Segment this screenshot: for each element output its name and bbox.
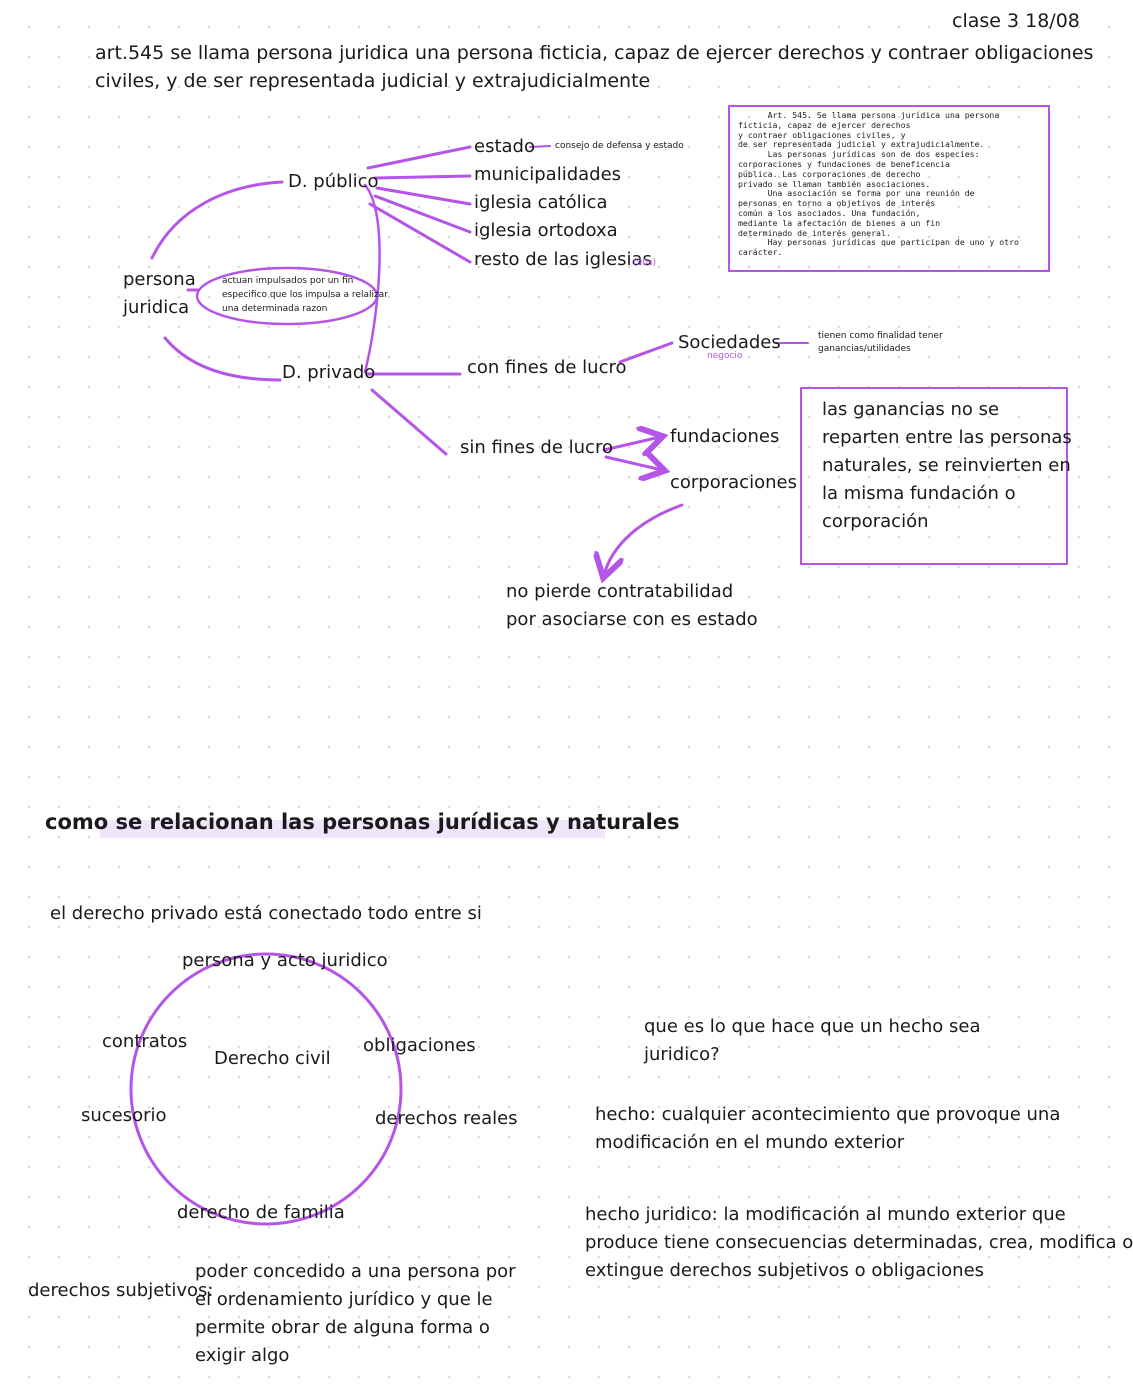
derechos-subjetivos-def: permite obrar de alguna forma o <box>195 1317 490 1338</box>
question-line-2: juridico? <box>644 1044 720 1065</box>
hecho-juridico-line-1: hecho juridico: la modificación al mundo… <box>585 1204 1066 1225</box>
ganancias-line: la misma fundación o <box>822 483 1016 504</box>
derechos-subjetivos-def: el ordenamiento jurídico y que le <box>195 1289 493 1310</box>
intro-line-2: civiles, y de ser representada judicial … <box>95 70 651 92</box>
ganancias-line: naturales, se reinvierten en <box>822 455 1071 476</box>
root-note-line-2: especifico que los impulsa a relalizar <box>222 290 388 300</box>
circle-center: Derecho civil <box>214 1048 331 1069</box>
node-publico: D. público <box>288 171 379 192</box>
item-resto-iglesias: resto de las iglesias <box>474 249 652 270</box>
hecho-line-1: hecho: cualquier acontecimiento que prov… <box>595 1104 1061 1125</box>
root-persona: persona <box>123 269 196 290</box>
hecho-juridico-line-3: extingue derechos subjetivos o obligacio… <box>585 1260 985 1281</box>
circle-label-familia: derecho de familia <box>177 1202 345 1223</box>
ganancias-line: las ganancias no se <box>822 399 1000 420</box>
node-sociedades: Sociedades <box>678 332 781 353</box>
article-quote-box: Art. 545. Se llama persona jurídica una … <box>728 105 1050 272</box>
circle-label-contratos: contratos <box>102 1031 188 1052</box>
section-subtitle: el derecho privado está conectado todo e… <box>50 903 482 924</box>
item-estado: estado <box>474 136 535 157</box>
class-date: clase 3 18/08 <box>952 10 1080 32</box>
contratabilidad-line-1: no pierde contratabilidad <box>506 581 734 602</box>
sociedades-note-2: ganancias/utilidades <box>818 344 911 354</box>
item-iglesia-catolica: iglesia católica <box>474 192 608 213</box>
sociedades-sub: negocio <box>707 351 743 361</box>
connector-privado <box>163 336 282 382</box>
connector-publico <box>150 180 284 260</box>
circle-label-persona: persona y acto juridico <box>182 950 388 971</box>
ganancias-box: las ganancias no se reparten entre las p… <box>800 387 1072 565</box>
circle-label-derechos-reales: derechos reales <box>375 1108 518 1129</box>
circle-label-sucesorio: sucesorio <box>81 1105 167 1126</box>
heading-highlight <box>100 820 605 838</box>
node-privado: D. privado <box>282 362 376 383</box>
node-fundaciones: fundaciones <box>670 426 780 447</box>
ganancias-line: corporación <box>822 511 929 532</box>
estado-note: consejo de defensa y estado <box>555 141 684 151</box>
sociedades-note-1: tienen como finalidad tener <box>818 331 943 341</box>
section-heading: como se relacionan las personas jurídica… <box>45 810 680 834</box>
derechos-subjetivos-label: derechos subjetivos: <box>28 1280 214 1301</box>
node-sin-fines: sin fines de lucro <box>460 437 613 458</box>
root-juridica: juridica <box>123 297 190 318</box>
circle-label-obligaciones: obligaciones <box>363 1035 476 1056</box>
contratabilidad-line-2: por asociarse con es estado <box>506 609 758 630</box>
node-corporaciones: corporaciones <box>670 472 797 493</box>
ganancias-line: reparten entre las personas <box>822 427 1072 448</box>
article-quote-text: Art. 545. Se llama persona jurídica una … <box>738 110 1019 258</box>
question-line-1: que es lo que hace que un hecho sea <box>644 1016 981 1037</box>
item-iglesia-ortodoxa: iglesia ortodoxa <box>474 220 618 241</box>
item-municipalidades: municipalidades <box>474 164 622 185</box>
root-note-line-3: una determinada razon <box>222 304 328 314</box>
hecho-line-2: modificación en el mundo exterior <box>595 1132 905 1153</box>
derechos-subjetivos-def: exigir algo <box>195 1345 290 1366</box>
mindmap-connectors <box>129 145 809 1226</box>
root-note-line-1: actuan impulsados por un fin <box>222 276 354 286</box>
node-con-fines: con fines de lucro <box>467 357 627 378</box>
intro-line-1: art.545 se llama persona juridica una pe… <box>95 42 1094 64</box>
hecho-juridico-line-2: produce tiene consecuencias determinadas… <box>585 1232 1133 1253</box>
derecho-civil-circle <box>129 952 403 1226</box>
derechos-subjetivos-def: poder concedido a una persona por <box>195 1261 516 1282</box>
iglesias-note: (90s) <box>633 258 657 268</box>
